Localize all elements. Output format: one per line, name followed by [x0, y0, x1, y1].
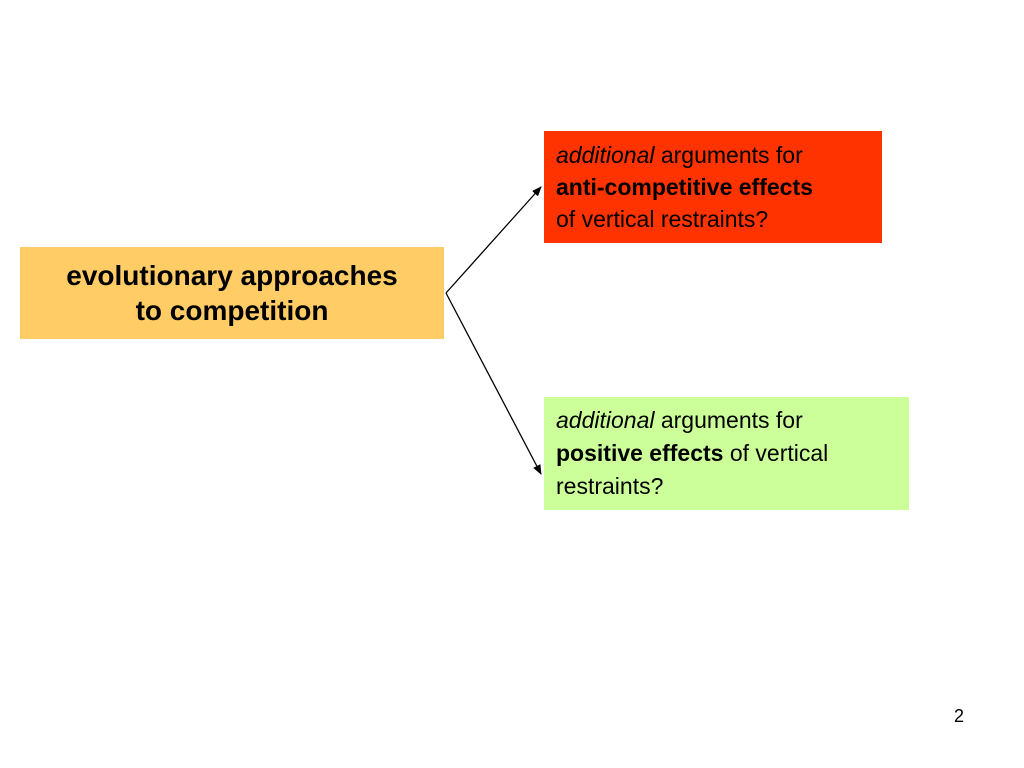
positive-node-plain-lead: arguments for: [654, 407, 803, 433]
anti-node-bold-phrase: anti-competitive effects: [556, 174, 813, 200]
source-node-line-1: evolutionary approaches: [66, 260, 398, 291]
arrow-to-anti-competitive: [445, 186, 542, 294]
positive-node-italic-lead: additional: [556, 407, 655, 433]
anti-competitive-effects-node: additional arguments for anti-competitiv…: [544, 131, 882, 243]
anti-node-italic-lead: additional: [556, 142, 655, 168]
page-number: 2: [953, 706, 964, 726]
positive-node-line-1: additional arguments for: [556, 404, 901, 437]
source-node-line-2: to competition: [135, 295, 329, 326]
arrow-to-positive-effects: [445, 292, 542, 475]
anti-node-line-1: additional arguments for: [556, 139, 874, 171]
positive-node-line-2: positive effects of vertical restraints?: [556, 437, 901, 503]
positive-node-tail: of vertical restraints?: [556, 440, 829, 499]
positive-node-bold-phrase: positive effects: [556, 440, 724, 466]
source-node: evolutionary approaches to competition: [20, 247, 444, 339]
anti-node-plain-lead: arguments for: [654, 142, 803, 168]
anti-node-tail: of vertical restraints?: [556, 206, 769, 232]
positive-effects-node: additional arguments for positive effect…: [544, 397, 909, 510]
